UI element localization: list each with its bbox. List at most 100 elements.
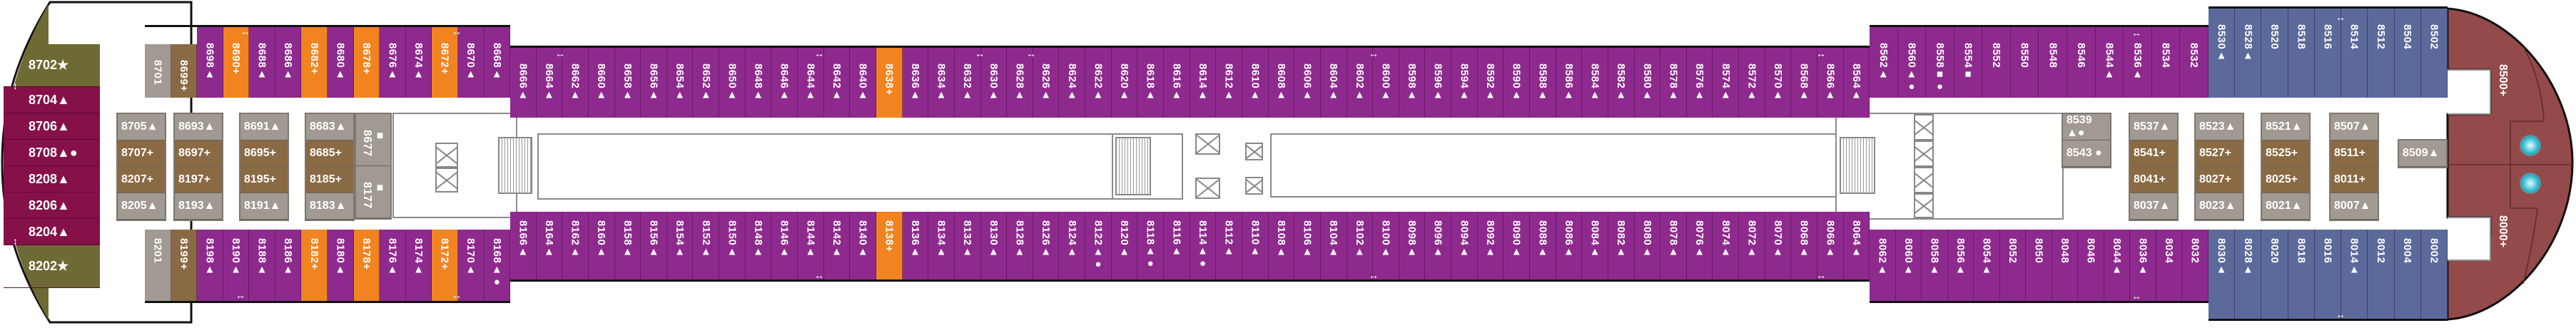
cabin-8652[interactable]: 8652▲ <box>693 48 720 118</box>
cabin-8048[interactable]: 8048 <box>2052 230 2079 301</box>
cabin-8620[interactable]: 8620▲ <box>1111 48 1138 118</box>
cabin-8634[interactable]: 8634▲ <box>928 48 955 118</box>
cabin-8198[interactable]: 8198▲ <box>197 230 223 301</box>
cabin-8041[interactable]: 8041+ <box>2130 167 2177 193</box>
cabin-8518[interactable]: 8518 <box>2288 9 2315 98</box>
cabin-8677[interactable]: ■ 8677 <box>356 114 390 166</box>
cabin-8546[interactable]: 8546 <box>2067 27 2096 98</box>
cabin-8507[interactable]: 8507▲ <box>2331 114 2378 140</box>
cabin-8190[interactable]: 8190▲ <box>223 230 250 301</box>
cabin-8052[interactable]: 8052 <box>1999 230 2027 301</box>
cabin-8166[interactable]: 8166▲ <box>510 212 537 280</box>
cabin-8527[interactable]: 8527+ <box>2196 140 2243 167</box>
cabin-8074[interactable]: 8074▲ <box>1713 212 1740 280</box>
cabin-8206[interactable]: 8206▲ <box>4 193 100 219</box>
cabin-8011[interactable]: 8011+ <box>2331 167 2378 193</box>
cabin-8598[interactable]: 8598▲ <box>1399 48 1426 118</box>
cabin-8172[interactable]: 8172+ <box>432 230 458 301</box>
cabin-8534[interactable]: 8534 <box>2151 27 2181 98</box>
cabin-8511[interactable]: 8511+ <box>2331 140 2378 167</box>
cabin-8566[interactable]: 8566▲ <box>1817 48 1844 118</box>
cabin-8130[interactable]: 8130▲ <box>980 212 1008 280</box>
cabin-8102[interactable]: 8102▲ <box>1347 212 1374 280</box>
cabin-8568[interactable]: 8568▲ <box>1791 48 1818 118</box>
cabin-8614[interactable]: 8614▲ <box>1190 48 1217 118</box>
cabin-8025[interactable]: 8025+ <box>2262 167 2309 193</box>
cabin-8688[interactable]: 8688▲ <box>249 27 275 98</box>
cabin-8543[interactable]: 8543 ● <box>2063 140 2110 167</box>
cabin-8630[interactable]: 8630▲ <box>980 48 1008 118</box>
cabin-8148[interactable]: 8148▲ <box>745 212 772 280</box>
cabin-8668[interactable]: 8668▲ <box>484 27 511 98</box>
cabin-8205[interactable]: 8205▲ <box>118 193 165 220</box>
cabin-8644[interactable]: 8644▲ <box>798 48 824 118</box>
cabin-8570[interactable]: 8570▲ <box>1765 48 1792 118</box>
cabin-8600[interactable]: 8600▲ <box>1373 48 1399 118</box>
cabin-8142[interactable]: 8142▲ <box>823 212 851 280</box>
cabin-8034[interactable]: 8034 <box>2156 230 2183 301</box>
cabin-8705[interactable]: 8705▲ <box>118 114 165 140</box>
cabin-8578[interactable]: 8578▲ <box>1660 48 1687 118</box>
cabin-8096[interactable]: 8096▲ <box>1425 212 1452 280</box>
cabin-8539[interactable]: 8539 ▲● <box>2063 114 2110 140</box>
cabin-8050[interactable]: 8050 <box>2026 230 2052 301</box>
cabin-8032[interactable]: 8032 <box>2182 230 2209 301</box>
cabin-8170[interactable]: 8170▲ <box>457 230 485 301</box>
cabin-8640[interactable]: 8640▲ <box>850 48 876 118</box>
cabin-8183[interactable]: 8183▲ <box>306 193 353 220</box>
cabin-8654[interactable]: 8654▲ <box>666 48 694 118</box>
cabin-8076[interactable]: 8076▲ <box>1686 212 1713 280</box>
cabin-8550[interactable]: 8550 <box>2010 27 2039 98</box>
cabin-8070[interactable]: 8070▲ <box>1765 212 1792 280</box>
cabin-8146[interactable]: 8146▲ <box>771 212 798 280</box>
cabin-8628[interactable]: 8628▲ <box>1007 48 1033 118</box>
cabin-8180[interactable]: 8180▲ <box>328 230 354 301</box>
cabin-8016[interactable]: 8016 <box>2314 230 2342 319</box>
cabin-8044[interactable]: 8044▲ <box>2104 230 2131 301</box>
cabin-8060[interactable]: 8060▲ <box>1895 230 1922 301</box>
cabin-8552[interactable]: 8552 <box>1982 27 2011 98</box>
cabin-8708[interactable]: 8708▲● <box>4 140 100 166</box>
cabin-8092[interactable]: 8092▲ <box>1477 212 1504 280</box>
cabin-8610[interactable]: 8610▲ <box>1242 48 1269 118</box>
cabin-8178[interactable]: 8178+ <box>353 230 380 301</box>
cabin-8154[interactable]: 8154▲ <box>666 212 694 280</box>
cabin-8590[interactable]: 8590▲ <box>1503 48 1530 118</box>
cabin-8208[interactable]: 8208▲ <box>4 166 100 193</box>
cabin-8536[interactable]: 8536▲ <box>2124 27 2152 98</box>
cabin-8202[interactable]: 8202★ <box>4 245 100 288</box>
cabin-8606[interactable]: 8606▲ <box>1294 48 1321 118</box>
cabin-8140[interactable]: 8140▲ <box>850 212 876 280</box>
cabin-8664[interactable]: 8664▲ <box>536 48 563 118</box>
cabin-8656[interactable]: 8656▲ <box>641 48 667 118</box>
cabin-8658[interactable]: 8658▲ <box>614 48 642 118</box>
cabin-8037[interactable]: 8037▲ <box>2130 193 2177 220</box>
cabin-8514[interactable]: 8514 <box>2341 9 2368 98</box>
cabin-8152[interactable]: 8152▲ <box>693 212 720 280</box>
cabin-8632[interactable]: 8632▲ <box>954 48 981 118</box>
cabin-8618[interactable]: 8618▲ <box>1137 48 1165 118</box>
cabin-8080[interactable]: 8080▲ <box>1634 212 1661 280</box>
cabin-8086[interactable]: 8086▲ <box>1556 212 1583 280</box>
cabin-8066[interactable]: 8066▲ <box>1817 212 1844 280</box>
cabin-8072[interactable]: 8072▲ <box>1739 212 1765 280</box>
cabin-8596[interactable]: 8596▲ <box>1425 48 1452 118</box>
cabin-8188[interactable]: 8188▲ <box>249 230 275 301</box>
cabin-8580[interactable]: 8580▲ <box>1634 48 1661 118</box>
cabin-8525[interactable]: 8525+ <box>2262 140 2309 167</box>
cabin-8560[interactable]: 8560▲● <box>1897 27 1927 98</box>
cabin-8707[interactable]: 8707+ <box>118 140 165 167</box>
cabin-8020[interactable]: 8020 <box>2261 230 2288 319</box>
cabin-8197[interactable]: 8197+ <box>175 167 222 193</box>
cabin-8036[interactable]: 8036▲ <box>2130 230 2156 301</box>
cabin-8204[interactable]: 8204▲ <box>4 219 100 245</box>
cabin-8134[interactable]: 8134▲ <box>928 212 955 280</box>
cabin-8090[interactable]: 8090▲ <box>1503 212 1530 280</box>
cabin-8104[interactable]: 8104▲ <box>1320 212 1347 280</box>
cabin-8686[interactable]: 8686▲ <box>275 27 302 98</box>
cabin-8108[interactable]: 8108▲ <box>1268 212 1295 280</box>
cabin-8594[interactable]: 8594▲ <box>1451 48 1478 118</box>
cabin-8150[interactable]: 8150▲ <box>719 212 746 280</box>
cabin-8062[interactable]: 8062▲ <box>1870 230 1896 301</box>
cabin-8690[interactable]: 8690+ <box>223 27 250 98</box>
